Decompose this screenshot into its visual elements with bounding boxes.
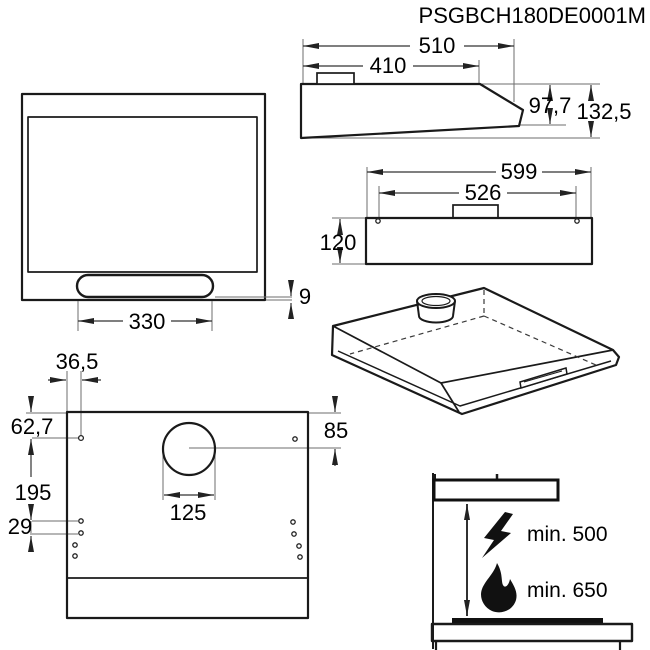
dim-hole-pair-gap-label: 29 (8, 514, 32, 539)
gas-clearance-label: min. 650 (527, 579, 608, 602)
dim-hole-spacing-label: 526 (465, 180, 502, 205)
mounting-hole (375, 218, 381, 224)
dim-top-to-hole-label: 62,7 (11, 414, 54, 439)
filter-handle (75, 273, 215, 299)
side-view: 510 410 97,7 132,5 (299, 33, 632, 140)
duct-collar-rear (452, 204, 499, 219)
mounting-hole (290, 519, 296, 525)
counter-body (430, 622, 634, 643)
dim-front-height-label: 97,7 (529, 93, 572, 118)
perspective-view (330, 286, 621, 416)
dim-overall-height-label: 132,5 (576, 99, 631, 124)
mounting-hole (72, 553, 78, 559)
dim-hole-spacing-long-label: 195 (15, 480, 52, 505)
mounting-hole (291, 531, 297, 537)
mounting-hole (78, 518, 84, 524)
cooktop-surface (452, 618, 603, 624)
mounting-view: 36,5 62,7 195 29 85 125 (8, 349, 348, 620)
dim-top-to-duct-label: 85 (324, 418, 348, 443)
flame-icon (481, 563, 517, 613)
dim-body-height-label: 120 (320, 230, 357, 255)
mounting-hole (296, 543, 302, 549)
mounting-hole (78, 530, 84, 536)
hood-side-profile (299, 82, 525, 140)
duct-collar-bottom (418, 315, 454, 324)
dim-filter-width-label: 330 (129, 309, 166, 334)
wall-mounting-plate (65, 410, 310, 620)
product-code: PSGBCH180DE0001M (419, 3, 646, 28)
clearance-view: min. 500 min. 650 (430, 473, 634, 650)
dim-inner-depth-label: 410 (370, 53, 407, 78)
mounting-hole (77, 434, 85, 442)
switch-block (316, 72, 355, 85)
duct-hole (161, 421, 217, 477)
hood-rear-body (364, 216, 594, 266)
control-panel-detail (523, 370, 563, 383)
duct-collar-opening (421, 295, 451, 307)
bottom-view: 9 330 (20, 92, 311, 334)
hood-symbol (432, 478, 560, 502)
mounting-hole (297, 554, 303, 560)
hood-front-corner-edge (440, 382, 460, 413)
hidden-edge (483, 315, 597, 366)
electric-clearance-label: min. 500 (527, 523, 608, 546)
hood-bottom-outline (20, 92, 267, 302)
mounting-hole (72, 542, 78, 548)
dim-overall-depth-label: 510 (419, 33, 456, 58)
dim-panel-gap-label: 9 (299, 284, 311, 309)
lightning-icon (482, 512, 513, 558)
dim-duct-diameter-label: 125 (170, 500, 207, 525)
hood-3d-outline (330, 286, 621, 416)
dim-side-offset-label: 36,5 (56, 349, 99, 374)
filter-opening (27, 116, 258, 273)
rear-view: 599 526 120 (320, 159, 594, 266)
dim-overall-width-label: 599 (501, 159, 538, 184)
mounting-hole (574, 218, 580, 224)
mounting-hole (292, 436, 298, 442)
